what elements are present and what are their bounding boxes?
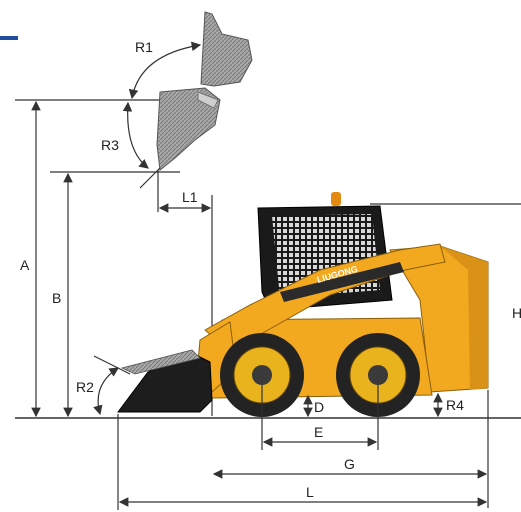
tip-line xyxy=(139,167,161,189)
label-d: D xyxy=(314,399,324,415)
rear-wheel xyxy=(336,333,420,417)
hydraulic-cylinder xyxy=(280,262,404,302)
label-h: H xyxy=(512,305,521,321)
arc-r2 xyxy=(93,367,120,416)
label-r3: R3 xyxy=(101,137,119,153)
label-a: A xyxy=(20,257,30,273)
label-l: L xyxy=(306,484,314,500)
arc-r3 xyxy=(122,101,149,169)
label-r4: R4 xyxy=(446,397,464,413)
rear-housing-shade xyxy=(440,246,488,390)
bucket-ground-top-plate xyxy=(120,349,201,375)
r2-ref xyxy=(93,355,131,375)
label-r1: R1 xyxy=(135,39,153,55)
beacon-light xyxy=(331,192,341,206)
bucket-raised-top xyxy=(200,11,253,87)
label-b: B xyxy=(52,290,61,306)
arc-r1 xyxy=(128,41,202,100)
bucket-raised-level xyxy=(156,87,221,171)
bucket-ground xyxy=(117,351,213,413)
front-wheel xyxy=(220,333,304,417)
label-g: G xyxy=(344,456,355,472)
label-e: E xyxy=(314,424,323,440)
label-l1: L1 xyxy=(182,189,198,205)
label-r2: R2 xyxy=(76,379,94,395)
